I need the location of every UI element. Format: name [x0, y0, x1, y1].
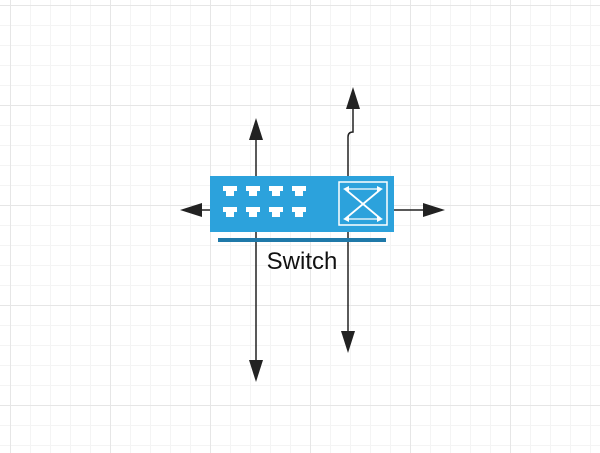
arrowhead-left: [180, 203, 202, 217]
arrowhead-up-left: [249, 118, 263, 140]
switch-base-bar: [218, 238, 386, 242]
connector-group: [180, 87, 445, 382]
arrowhead-up-right: [346, 87, 360, 109]
switching-fabric-icon: [338, 181, 388, 226]
arrowhead-down-left: [249, 360, 263, 382]
arrow-up-right[interactable]: [347, 92, 354, 176]
network-switch-shape[interactable]: [210, 176, 394, 242]
ethernet-ports-icon: [223, 186, 306, 217]
switch-label[interactable]: Switch: [266, 248, 338, 275]
arrowhead-down-right: [341, 331, 355, 353]
arrowhead-right: [423, 203, 445, 217]
switch-body: [210, 176, 394, 232]
